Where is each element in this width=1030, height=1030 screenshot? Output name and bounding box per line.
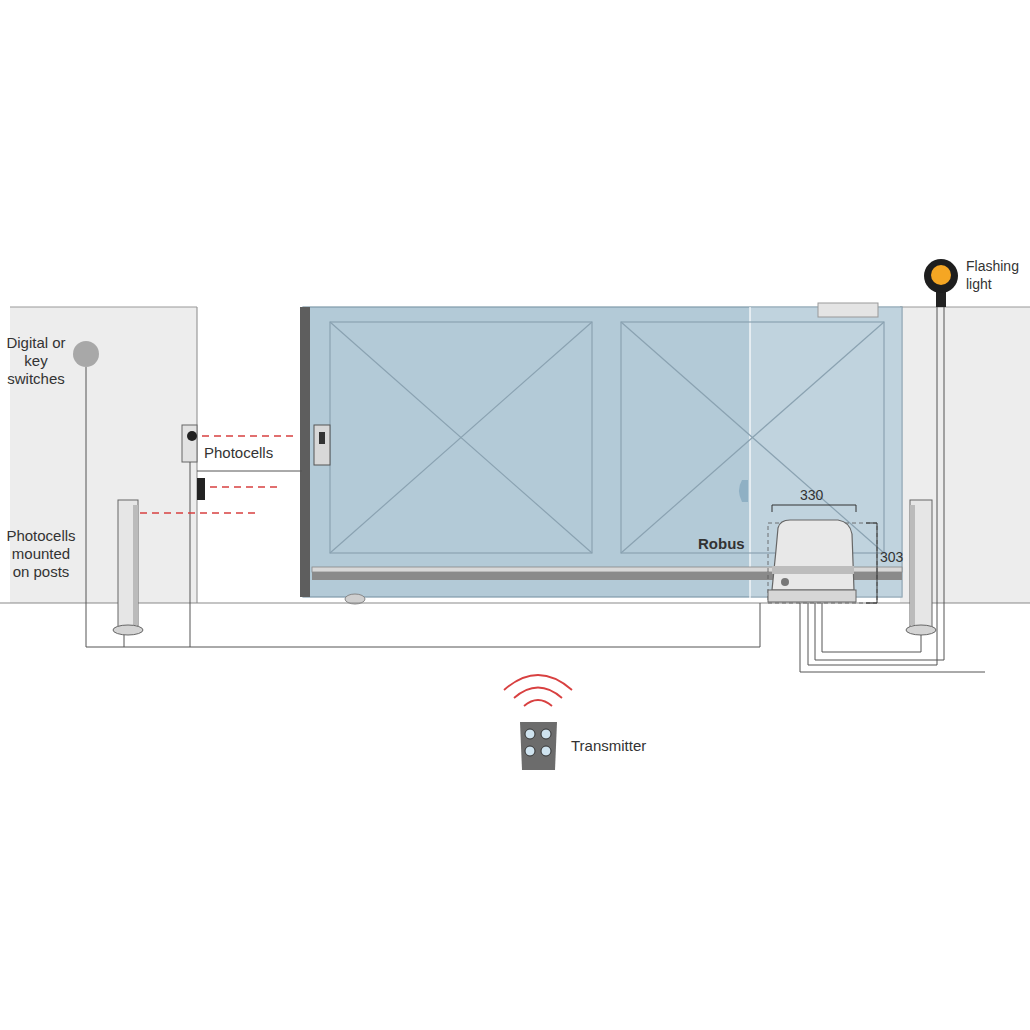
product-name: Robus (698, 535, 768, 553)
photocell-post (113, 500, 143, 647)
gate-panels (330, 322, 884, 553)
key-switch (73, 341, 99, 647)
device-label: Photocells (204, 444, 294, 462)
device-label: Flashing light (966, 257, 1026, 293)
gate-stop (818, 303, 878, 317)
dimension-lines (772, 505, 877, 603)
dimension-label: 303 (880, 548, 910, 566)
robus-motor (768, 520, 856, 602)
sliding-gate (303, 307, 902, 597)
photocell-beams (140, 436, 296, 513)
gate-photocell (314, 425, 330, 465)
gate-edge (300, 307, 310, 597)
device-label: Digital or key switches (3, 334, 69, 388)
wiring (86, 603, 985, 672)
photocell-post (906, 500, 936, 635)
wall-photocell (182, 425, 302, 647)
dimension-label: 330 (800, 486, 840, 504)
device-label: Photocells mounted on posts (2, 527, 80, 581)
device-label: Transmitter (571, 737, 671, 755)
transmitter (504, 675, 572, 770)
